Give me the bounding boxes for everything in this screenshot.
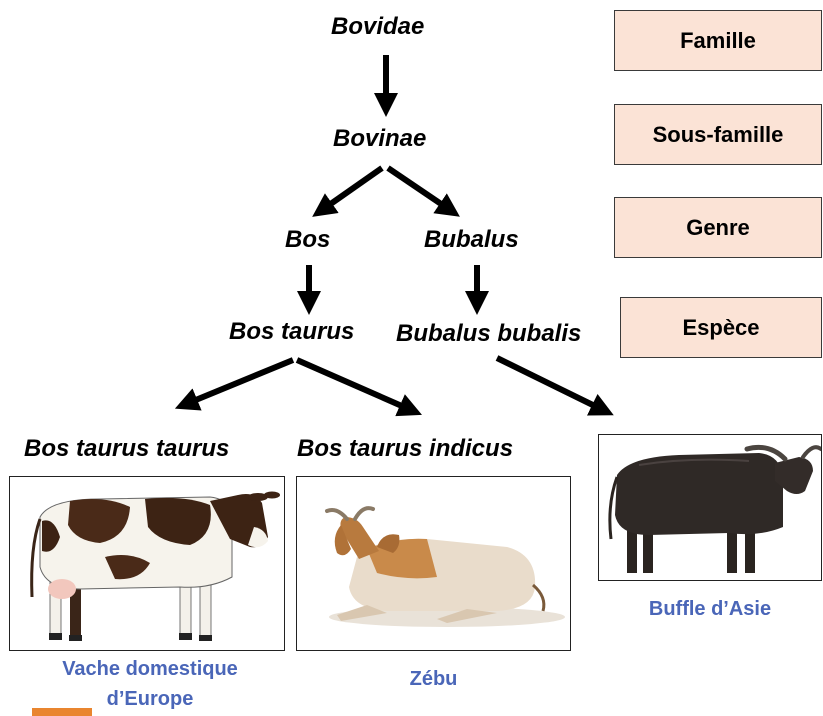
zebu-photo [296,476,571,651]
taxon-bubalus: Bubalus [424,226,519,254]
taxon-bos: Bos [285,226,330,254]
zebu-illustration [297,477,571,651]
taxon-bovinae: Bovinae [333,125,426,153]
arrow-bostaurus-indicus [297,360,411,410]
arrow-bubalis-buffalo [497,358,603,410]
taxon-bos-taurus-indicus: Bos taurus indicus [297,435,513,463]
cow-photo [9,476,285,651]
rank-box-famille: Famille [614,10,822,71]
caption-vache-line1: Vache domestique [0,654,300,684]
rank-label-espece: Espèce [682,315,759,341]
rank-box-sous-famille: Sous-famille [614,104,822,165]
buffalo-photo [598,434,822,581]
taxon-bos-taurus-taurus: Bos taurus taurus [24,435,229,463]
footer-accent-bar [32,708,92,716]
holstein-cow-illustration [10,477,285,651]
rank-label-sous-famille: Sous-famille [653,122,784,148]
arrow-bovinae-bubalus [388,168,450,210]
taxon-bubalus-bubalis: Bubalus bubalis [396,320,581,348]
caption-buffle: Buffle d’Asie [598,594,822,624]
rank-label-genre: Genre [686,215,750,241]
arrow-bovinae-bos [322,168,382,210]
taxon-bovidae: Bovidae [331,13,424,41]
taxon-bos-taurus: Bos taurus [229,318,354,346]
rank-box-espece: Espèce [620,297,822,358]
arrow-bostaurus-taurus [186,360,293,404]
rank-label-famille: Famille [680,28,756,54]
caption-vache-domestique: Vache domestique d’Europe [0,654,300,714]
water-buffalo-illustration [599,435,822,581]
caption-zebu: Zébu [296,664,571,694]
rank-box-genre: Genre [614,197,822,258]
